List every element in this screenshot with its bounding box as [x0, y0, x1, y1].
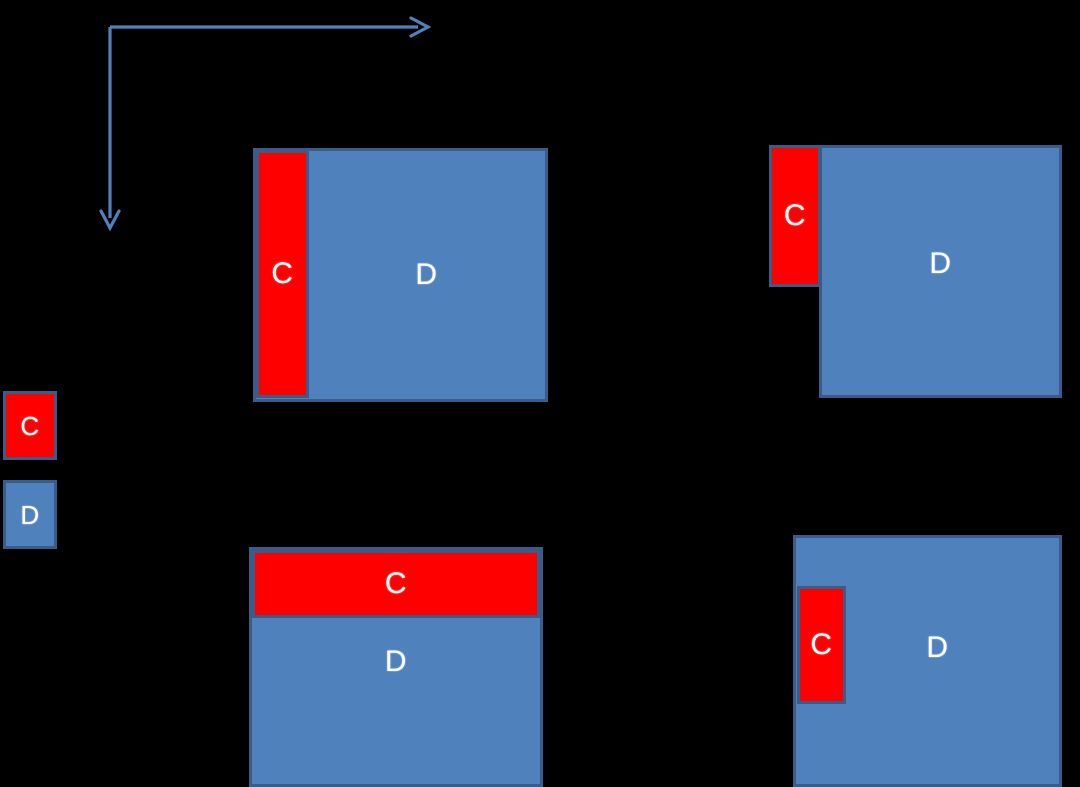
bottom-right-blue-label: D — [926, 631, 949, 664]
top-right-red-rect[interactable]: C — [769, 145, 821, 287]
legend-swatch-c[interactable]: C — [3, 391, 57, 460]
bottom-left-blue-label: D — [384, 645, 408, 678]
bottom-right-red-label: C — [810, 628, 833, 661]
top-left-red-label: C — [271, 257, 294, 290]
legend-swatch-d-label: D — [20, 499, 40, 530]
top-right-blue-rect[interactable]: D — [819, 145, 1062, 398]
bottom-left-red-label: C — [384, 567, 408, 600]
arrow-down-icon — [99, 209, 121, 232]
top-left-red-rect[interactable]: C — [256, 150, 309, 398]
top-right-blue-label: D — [929, 246, 952, 280]
top-left-blue-label: D — [415, 258, 438, 291]
top-right-red-label: C — [783, 199, 807, 232]
legend-swatch-d[interactable]: D — [3, 480, 57, 549]
legend-swatch-c-label: C — [20, 410, 40, 441]
bottom-right-red-rect[interactable]: C — [797, 586, 846, 704]
arrow-right-icon — [409, 16, 432, 38]
bottom-left-red-rect[interactable]: C — [252, 550, 540, 618]
